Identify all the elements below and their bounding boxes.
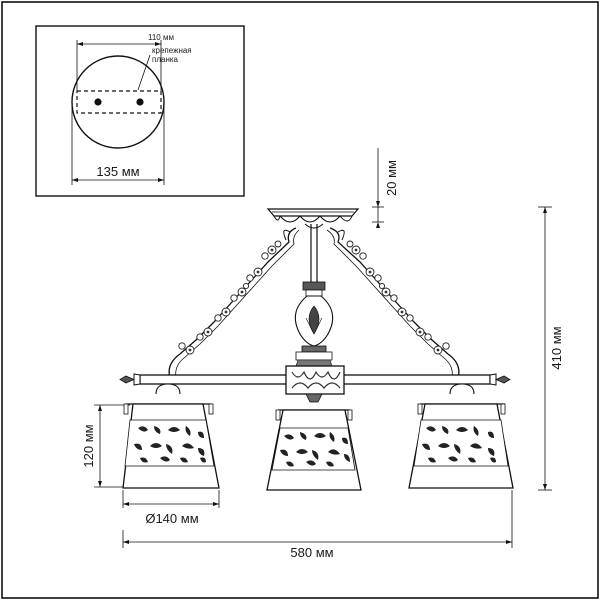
canopy-circle bbox=[71, 55, 165, 149]
center-lamp-shade bbox=[266, 409, 362, 491]
shade-diameter-label: Ø140 мм bbox=[145, 511, 198, 526]
central-vase-ornament bbox=[294, 281, 334, 367]
inset-frame bbox=[35, 25, 245, 197]
mounting-hole-right bbox=[136, 98, 144, 106]
mounting-hole-left bbox=[94, 98, 102, 106]
ceiling-canopy bbox=[266, 208, 360, 223]
plate-name-line2: планка bbox=[152, 55, 179, 64]
dimension-lines: 20 мм 410 мм 120 мм Ø140 мм 580 мм bbox=[81, 148, 564, 560]
canopy-diameter-label: 135 мм bbox=[96, 164, 139, 179]
plate-name-line1: крепежная bbox=[152, 46, 192, 55]
mounting-plate bbox=[76, 90, 162, 114]
left-decorative-arm bbox=[168, 227, 300, 379]
total-width-label: 580 мм bbox=[290, 545, 333, 560]
horizontal-bar bbox=[119, 365, 511, 403]
total-height-label: 410 мм bbox=[549, 326, 564, 369]
chandelier-side-view bbox=[119, 208, 514, 491]
right-decorative-arm bbox=[326, 227, 460, 379]
shade-height-label: 120 мм bbox=[81, 424, 96, 467]
plate-width-label: 110 мм bbox=[148, 33, 174, 42]
inset-canopy-top-view: 110 мм крепежная планка 135 мм bbox=[35, 25, 245, 197]
left-lamp-shade bbox=[122, 383, 220, 489]
canopy-height-label: 20 мм bbox=[384, 160, 399, 196]
right-lamp-shade bbox=[408, 383, 514, 489]
